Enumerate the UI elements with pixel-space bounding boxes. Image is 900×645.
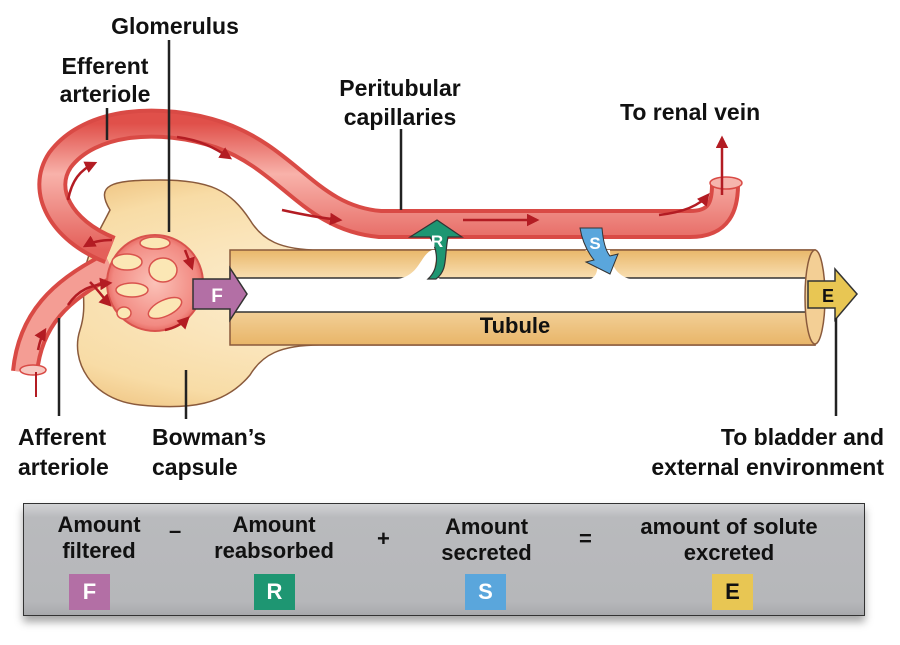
secretion-arrow-icon: S: [579, 227, 619, 275]
peritubular-capillaries-label-1: Peritubular: [339, 75, 461, 101]
leader-lines: [57, 40, 838, 419]
bladder-label-1: To bladder and: [720, 424, 884, 450]
filtered-badge: F: [69, 574, 110, 610]
excretion-equation: Amount filtered F – Amount reabsorbed R …: [23, 503, 865, 616]
reabsorption-arrow-label: R: [431, 232, 443, 251]
afferent-arteriole-label-1: Afferent: [18, 424, 107, 450]
term-line-2: excreted: [683, 540, 775, 565]
equation-term-filtered: Amount filtered: [44, 512, 154, 564]
bladder-label-2: external environment: [651, 454, 884, 480]
secreted-badge: S: [465, 574, 506, 610]
equation-term-excreted: amount of solute excreted: [614, 514, 844, 566]
term-line-2: secreted: [441, 540, 532, 565]
bowmans-capsule-label-1: Bowman’s: [152, 424, 267, 450]
tubule-label: Tubule: [480, 313, 550, 338]
bowmans-capsule-label-2: capsule: [152, 454, 238, 480]
glomerulus: [106, 234, 204, 332]
filtration-arrow-icon: F: [192, 265, 248, 323]
excretion-arrow-label: E: [822, 286, 834, 306]
term-line-1: Amount: [57, 512, 141, 537]
filtration-arrow-label: F: [211, 286, 223, 307]
excretion-arrow-icon: E: [807, 267, 858, 323]
term-line-1: amount of solute: [640, 514, 818, 539]
afferent-arteriole-label-2: arteriole: [18, 454, 109, 480]
renal-vein-label: To renal vein: [620, 99, 761, 125]
reabsorption-arrow-icon: R: [407, 219, 464, 280]
efferent-arteriole-label-1: Efferent: [61, 53, 149, 79]
equation-term-reabsorbed: Amount reabsorbed: [199, 512, 349, 564]
term-line-1: Amount: [444, 514, 529, 539]
glomerulus-label: Glomerulus: [111, 13, 239, 39]
secretion-arrow-label: S: [589, 234, 600, 253]
minus-operator: –: [169, 518, 182, 543]
blood-vessel: [11, 108, 743, 376]
term-line-1: Amount: [232, 512, 316, 537]
term-line-2: reabsorbed: [214, 538, 334, 563]
nephron-diagram: F R S E Tubule: [11, 40, 858, 419]
equals-operator: =: [579, 526, 592, 551]
blood-flow-arrows: [34, 135, 729, 351]
efferent-arteriole-label-2: arteriole: [59, 81, 151, 107]
excreted-badge: E: [712, 574, 753, 610]
term-line-2: filtered: [62, 538, 136, 563]
reabsorbed-badge: R: [254, 574, 295, 610]
plus-operator: +: [377, 526, 390, 551]
peritubular-capillaries-label-2: capillaries: [343, 104, 457, 130]
equation-term-secreted: Amount secreted: [424, 514, 549, 566]
